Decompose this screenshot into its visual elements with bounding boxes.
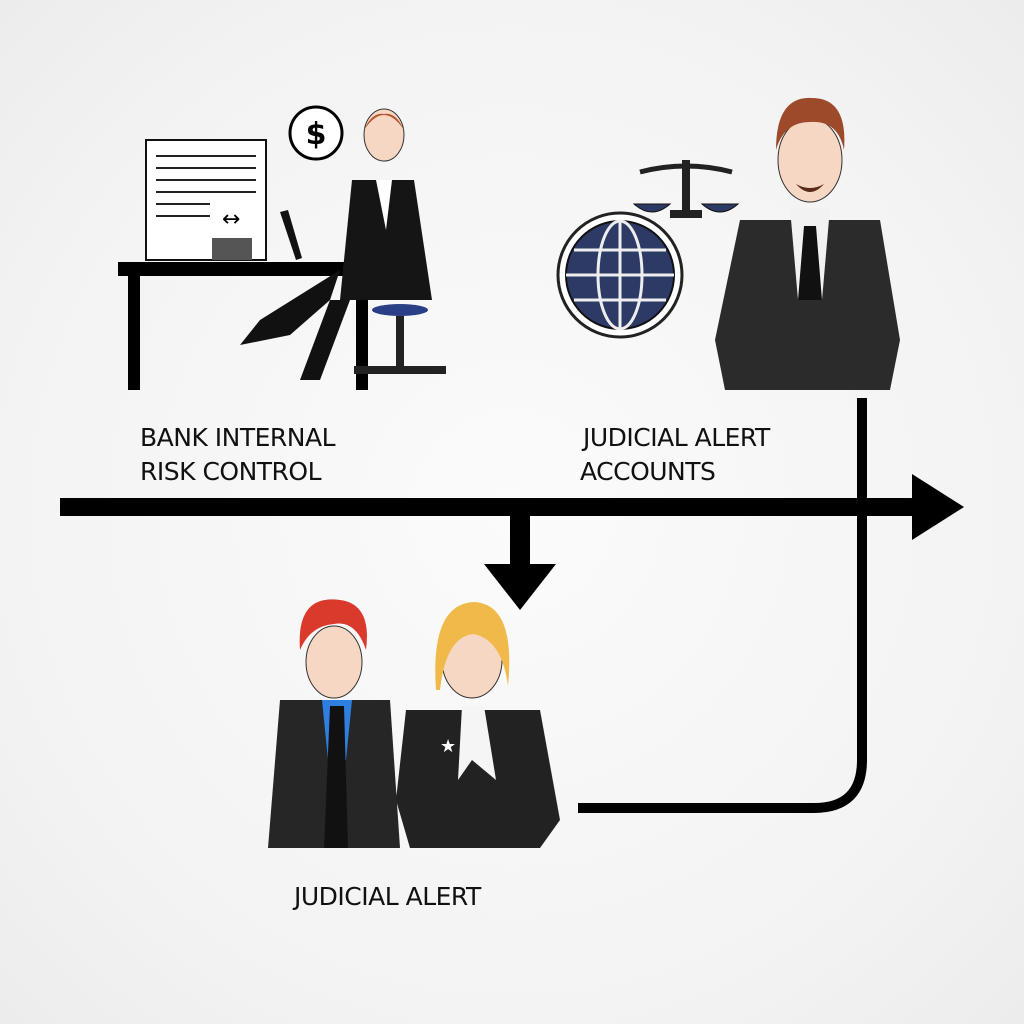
return-flow-line [578, 398, 867, 813]
bank-risk-control-label: BANK INTERNAL RISK CONTROL [140, 421, 336, 489]
desk [118, 262, 378, 276]
judicial-alert-label: JUDICIAL ALERT [294, 882, 481, 911]
accounts-label-line2: ACCOUNTS [580, 457, 716, 486]
bank-label-line2: RISK CONTROL [140, 457, 322, 486]
down-arrow-head [484, 564, 556, 610]
down-arrow-shaft [510, 514, 530, 566]
bank-label-line1: BANK INTERNAL [140, 423, 336, 452]
main-flow-arrow-head [912, 474, 964, 540]
transfer-icon: ↔ [222, 207, 240, 232]
dollar-symbol: $ [306, 117, 327, 152]
bank-desk-illustration: ↔ $ [118, 105, 446, 390]
dollar-icon [288, 105, 344, 161]
scales-of-justice-icon [632, 160, 740, 218]
main-flow-arrow-shaft [60, 498, 916, 516]
globe-icon [556, 211, 684, 339]
judicial-alert-accounts-label: JUDICIAL ALERT ACCOUNTS [580, 421, 770, 489]
judicial-alert-people-illustration: ★ [268, 599, 560, 848]
laptop [280, 210, 302, 260]
judicial-officer-illustration [715, 97, 900, 390]
badge-star-icon: ★ [440, 736, 456, 757]
accounts-label-line1: JUDICIAL ALERT [583, 423, 770, 452]
